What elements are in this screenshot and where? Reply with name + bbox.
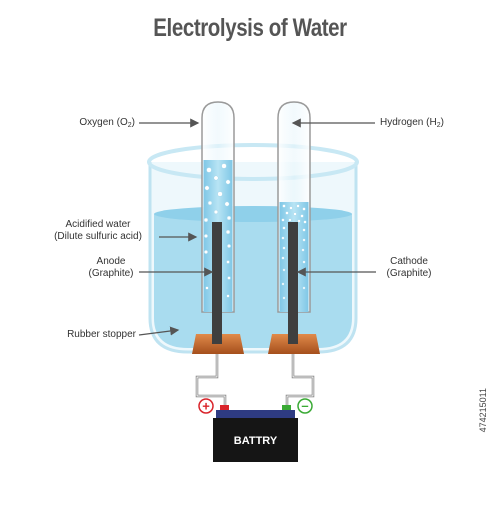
anode-line2: (Graphite) <box>88 268 134 279</box>
rubber-stopper-label: Rubber stopper <box>67 329 136 340</box>
anode-label: Anode (Graphite) <box>84 256 138 280</box>
battery-body <box>213 418 298 462</box>
stock-id-text: 474215011 <box>478 388 488 433</box>
rubber-stopper-arrow <box>138 326 180 336</box>
water-surface <box>154 206 352 222</box>
negative-terminal <box>282 405 291 411</box>
anode-electrode <box>212 222 222 334</box>
oxygen-bubbles <box>203 163 232 298</box>
beaker-water <box>154 214 352 348</box>
hydrogen-bubbles <box>281 204 307 300</box>
hydrogen-label: Hydrogen (H2) <box>380 117 444 132</box>
callout-arrows <box>138 118 376 336</box>
oxygen-subscript: 2 <box>127 122 132 129</box>
diagram-title: Electrolysis of Water <box>153 14 347 42</box>
circuit-wires <box>195 354 315 406</box>
cathode-stub <box>288 334 298 344</box>
hydrogen-label-text: Hydrogen (H <box>380 117 437 128</box>
cathode-line2: (Graphite) <box>386 268 432 279</box>
plus-symbol-circle <box>198 398 214 414</box>
oxygen-tube <box>201 101 235 334</box>
minus-symbol-circle <box>297 398 313 414</box>
acidified-water-line2: (Dilute sulfuric acid) <box>54 231 142 242</box>
acidified-water-label: Acidified water (Dilute sulfuric acid) <box>40 219 156 243</box>
anode-stub <box>212 334 222 344</box>
oxygen-label: Oxygen (O2) <box>60 117 135 132</box>
battery-top <box>216 410 295 418</box>
beaker-rim <box>147 143 359 181</box>
positive-terminal <box>220 405 229 411</box>
stock-id: 474215011 <box>478 388 494 496</box>
hydrogen-label-suffix: ) <box>440 117 444 128</box>
acidified-water-line1: Acidified water <box>65 219 131 230</box>
minus-symbol: – <box>301 398 308 413</box>
hydrogen-tube <box>277 101 311 334</box>
battery-label: BATTRY <box>234 435 278 447</box>
cathode-label: Cathode (Graphite) <box>379 256 439 280</box>
cathode-line1: Cathode <box>390 256 428 267</box>
cathode-electrode <box>288 222 298 334</box>
beaker <box>147 143 359 354</box>
oxygen-label-suffix: ) <box>131 117 135 128</box>
oxygen-label-text: Oxygen (O <box>79 117 128 128</box>
hydrogen-subscript: 2 <box>436 122 441 129</box>
plus-symbol: + <box>202 399 210 414</box>
battery: BATTRY <box>213 405 298 462</box>
anode-line1: Anode <box>96 256 126 267</box>
